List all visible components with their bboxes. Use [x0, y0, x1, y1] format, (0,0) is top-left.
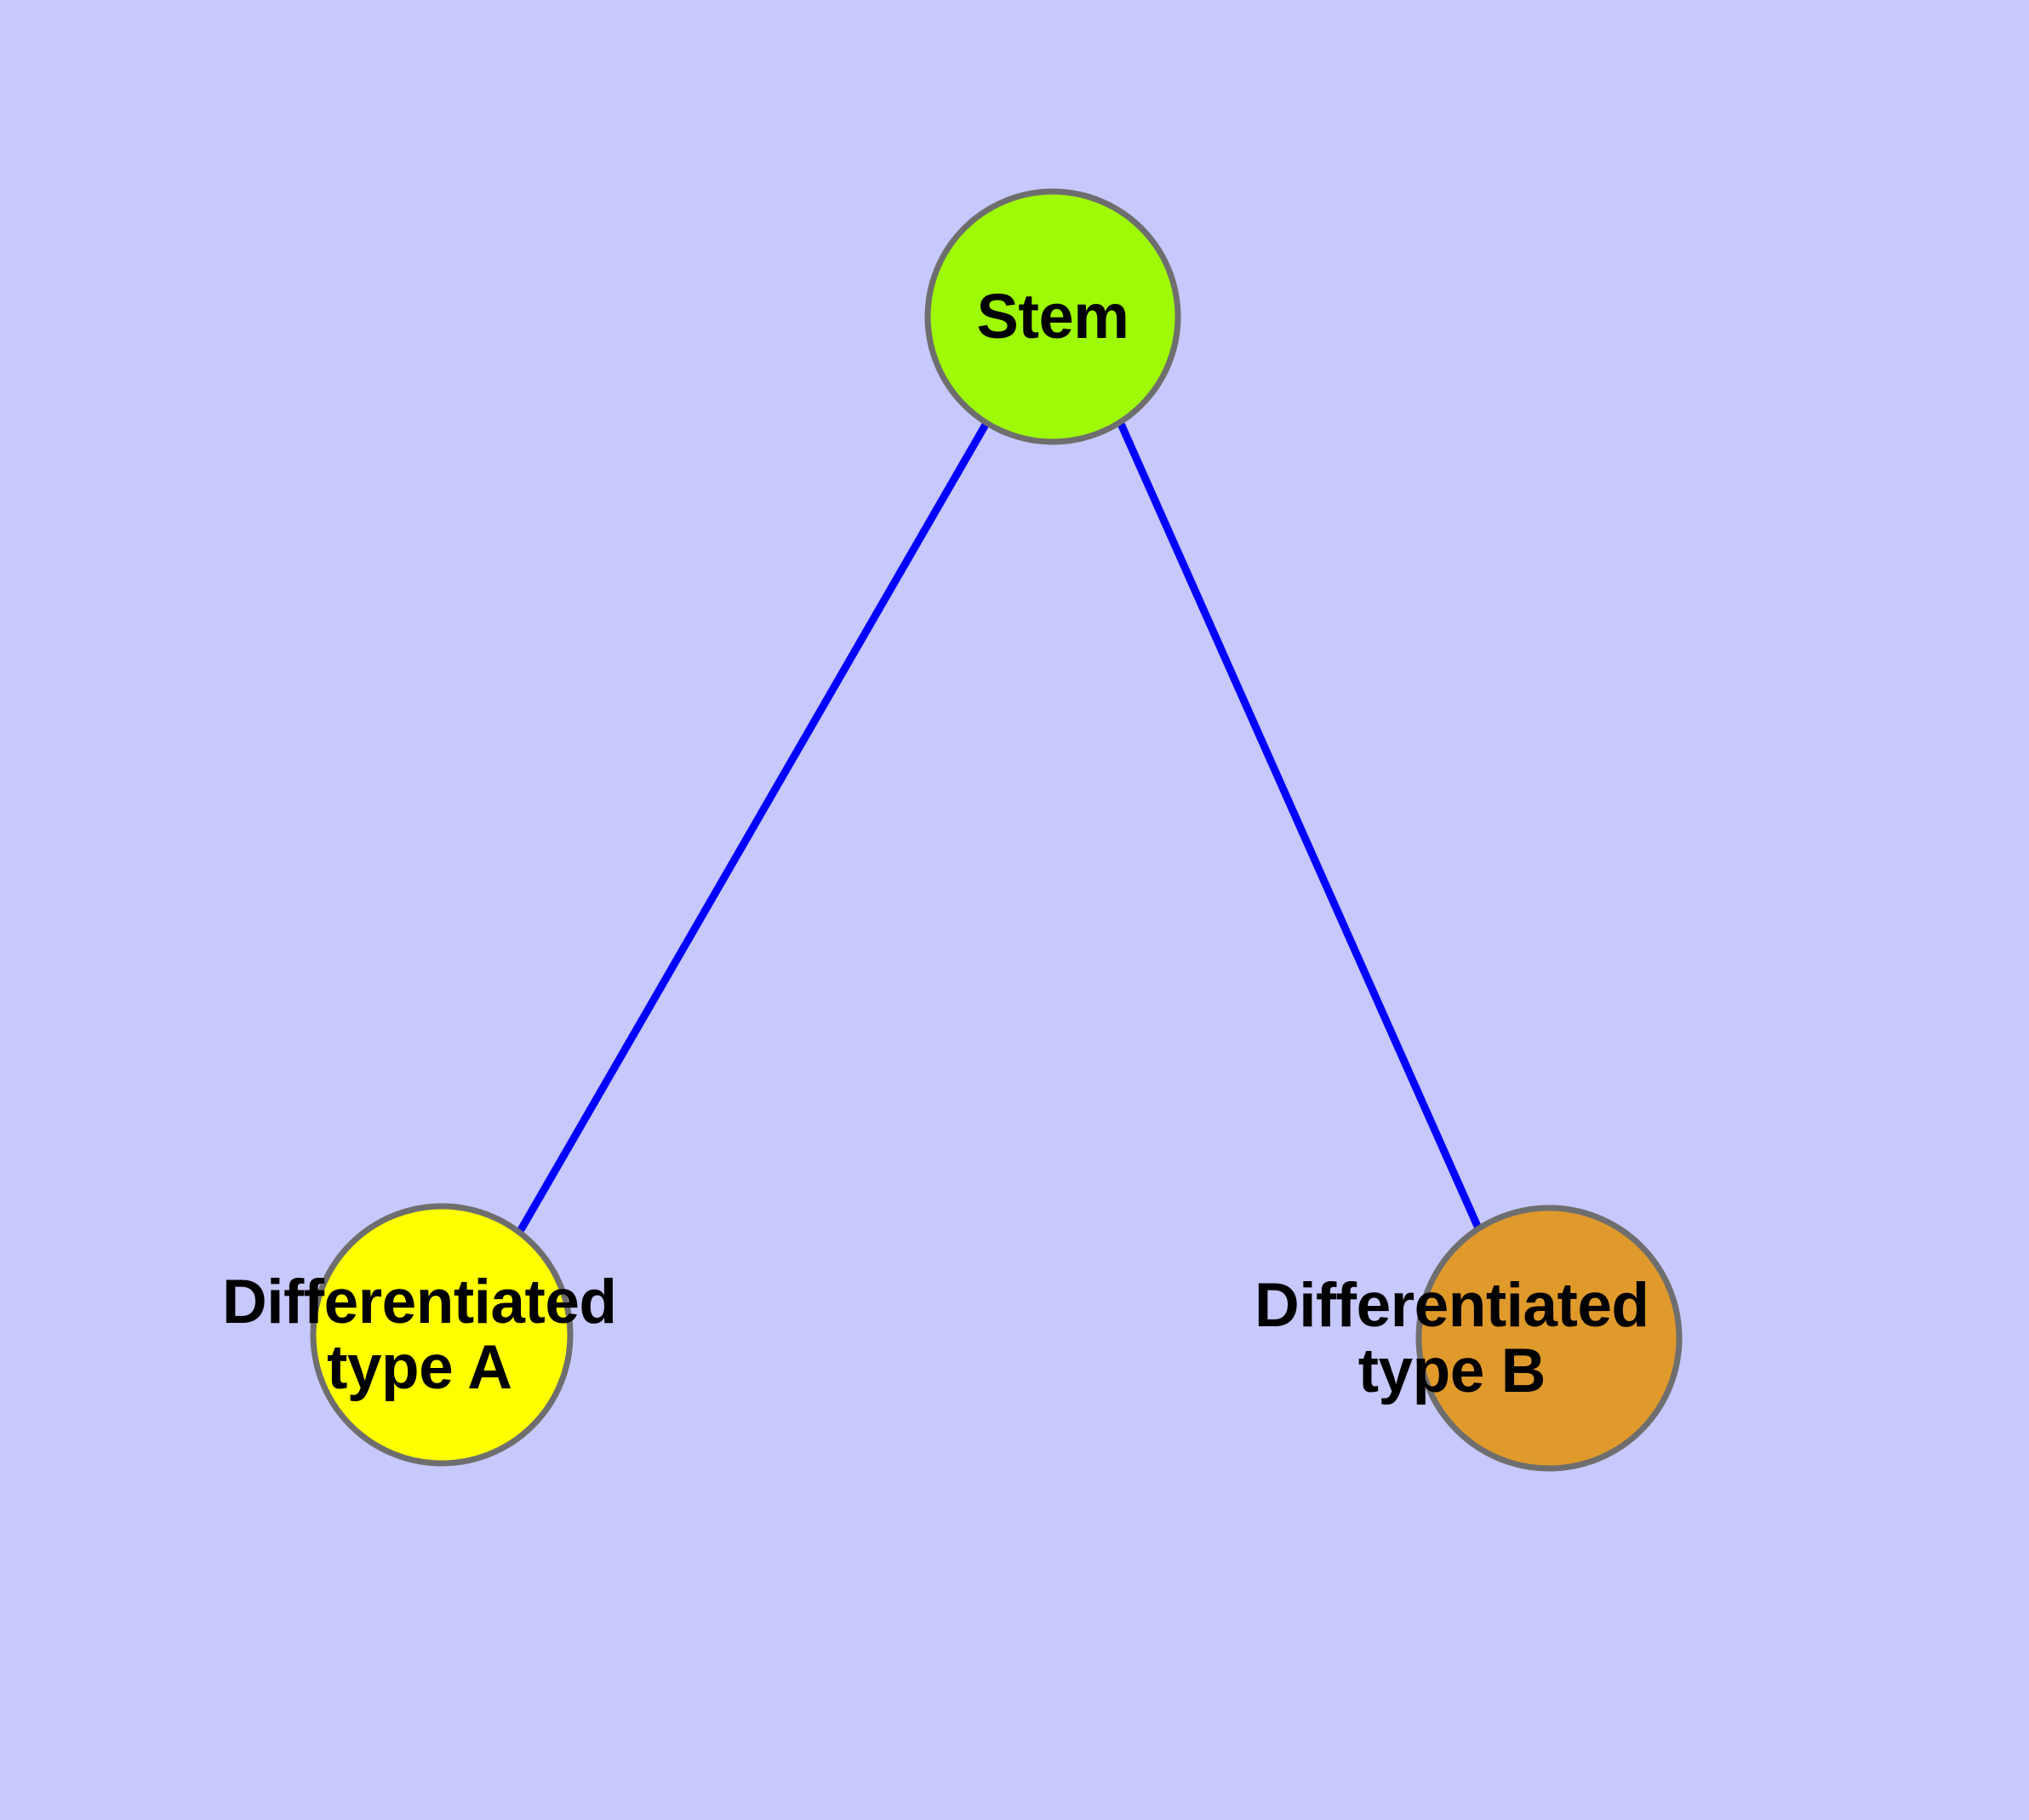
node-differentiated-type-a[interactable]	[310, 1203, 574, 1467]
node-stem[interactable]	[924, 188, 1181, 445]
edge-stem-to-type-a	[517, 419, 991, 1233]
edge-stem-to-type-b	[1117, 421, 1483, 1234]
node-differentiated-type-b[interactable]	[1415, 1205, 1683, 1472]
